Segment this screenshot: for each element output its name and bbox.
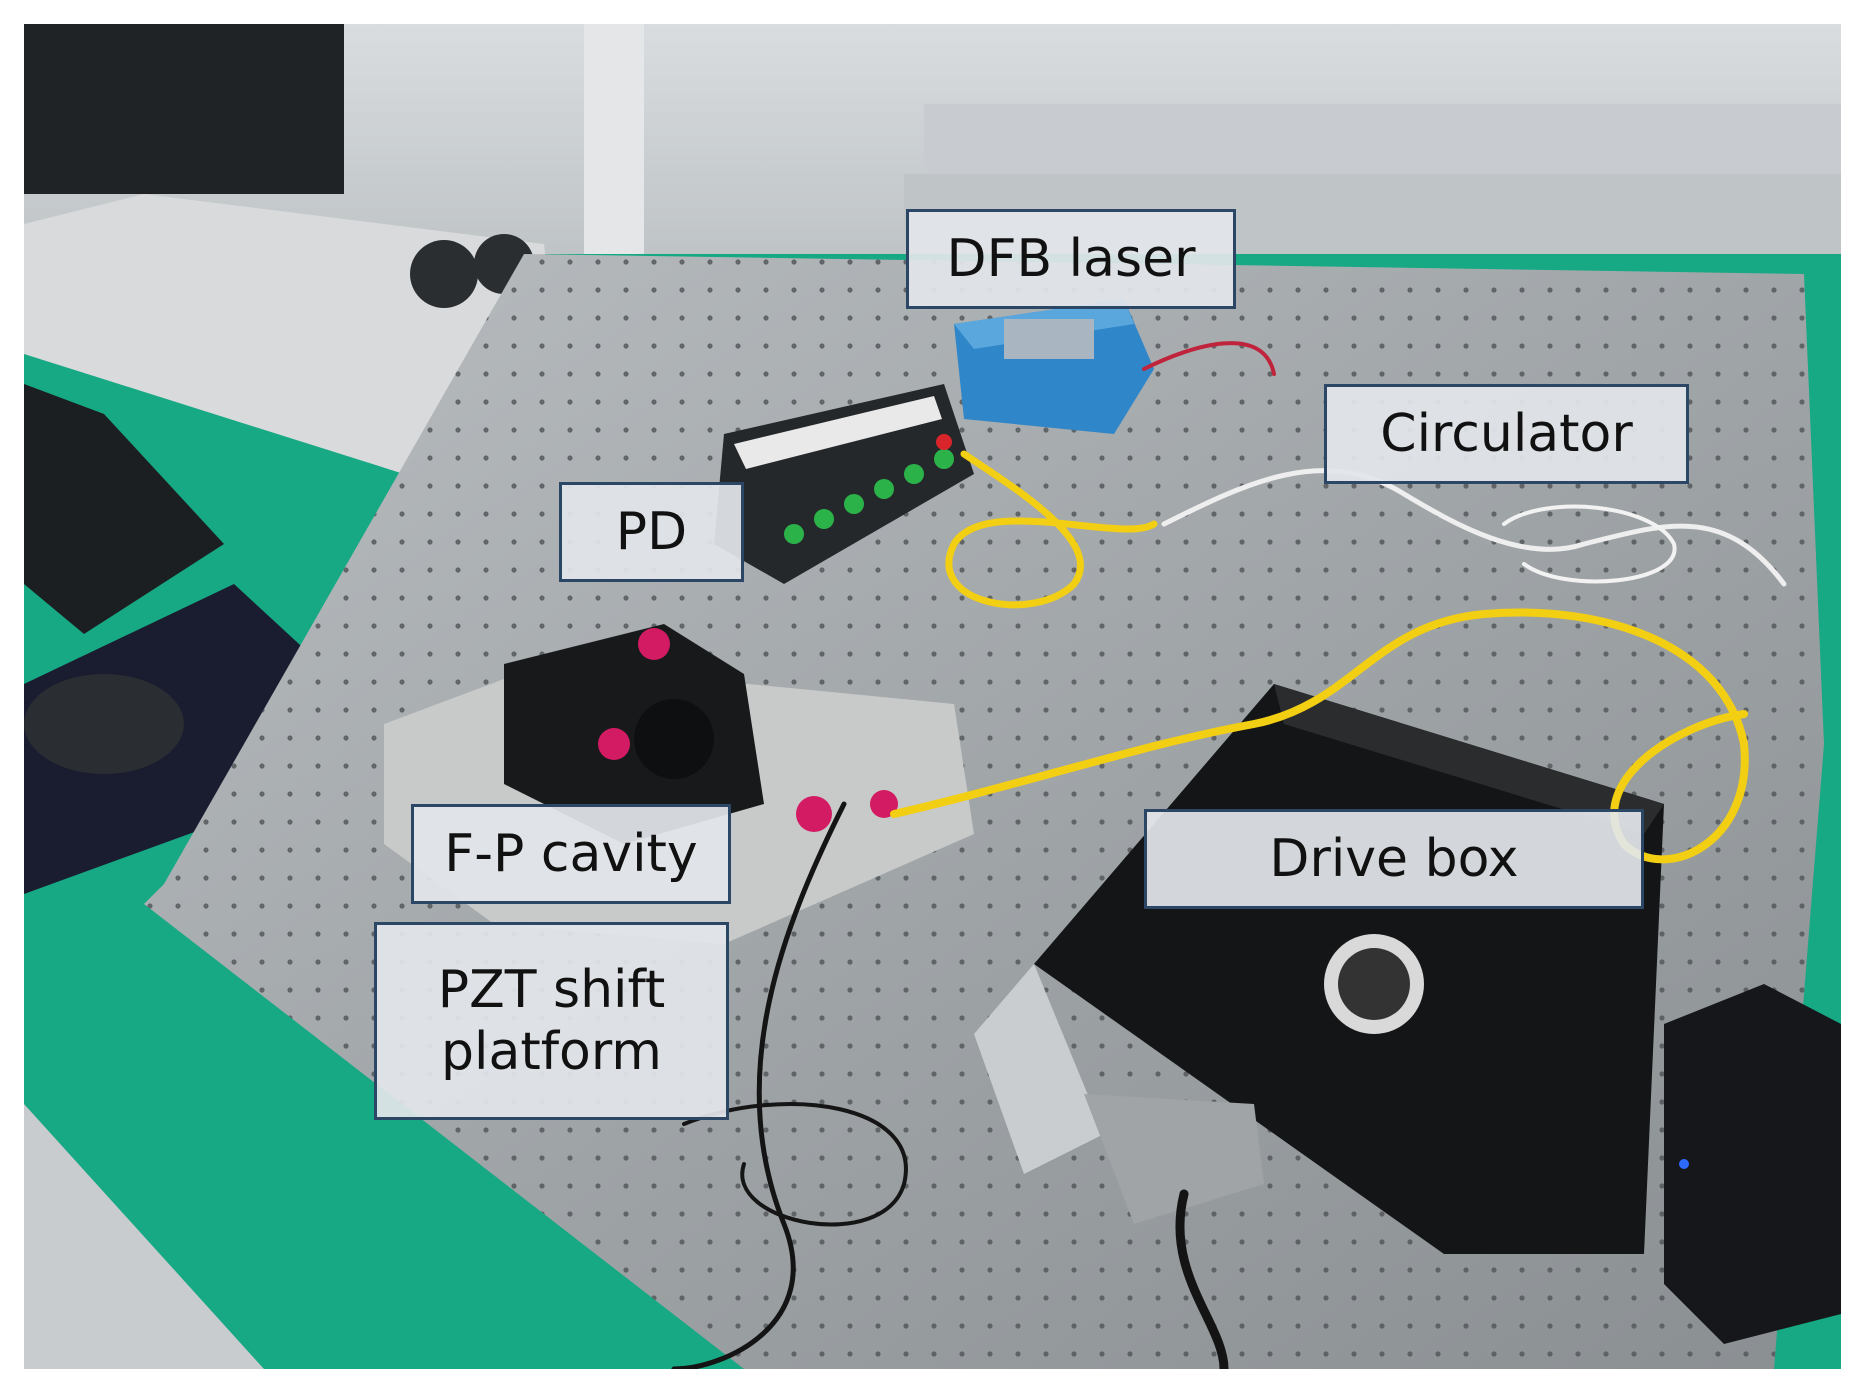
- red-lead: [1142, 341, 1276, 376]
- knob-1: [638, 628, 670, 660]
- mouse: [24, 674, 184, 774]
- knob-3: [796, 796, 832, 832]
- label-fp-cavity: F-P cavity: [411, 804, 731, 904]
- label-drive-box: Drive box: [1144, 809, 1644, 909]
- knob-2: [598, 728, 630, 760]
- power-adapter: [1664, 984, 1841, 1344]
- label-dfb-laser: DFB laser: [906, 209, 1236, 309]
- fp-cavity-mount: [504, 624, 764, 844]
- label-pzt-shift-platform: PZT shift platform: [374, 922, 729, 1120]
- black-cable-2: [1175, 1189, 1229, 1369]
- white-fiber-circulator: [1161, 468, 1787, 587]
- yellow-fiber-pd: [945, 450, 1158, 609]
- heat-sink: [974, 964, 1104, 1174]
- black-cable: [671, 801, 847, 1369]
- keyboard: [24, 384, 224, 634]
- connector: [1084, 1094, 1264, 1224]
- floor: [24, 1104, 264, 1369]
- monitor: [24, 24, 344, 194]
- rear-rail: [924, 104, 1841, 174]
- mouse-pad: [24, 584, 364, 894]
- label-pd: PD: [559, 482, 744, 582]
- lab-setup-photo: DFB laser Circulator PD F-P cavity Drive…: [24, 24, 1841, 1369]
- knob-4: [870, 790, 898, 818]
- label-circulator: Circulator: [1324, 384, 1689, 484]
- white-fiber-loop: [1502, 504, 1677, 584]
